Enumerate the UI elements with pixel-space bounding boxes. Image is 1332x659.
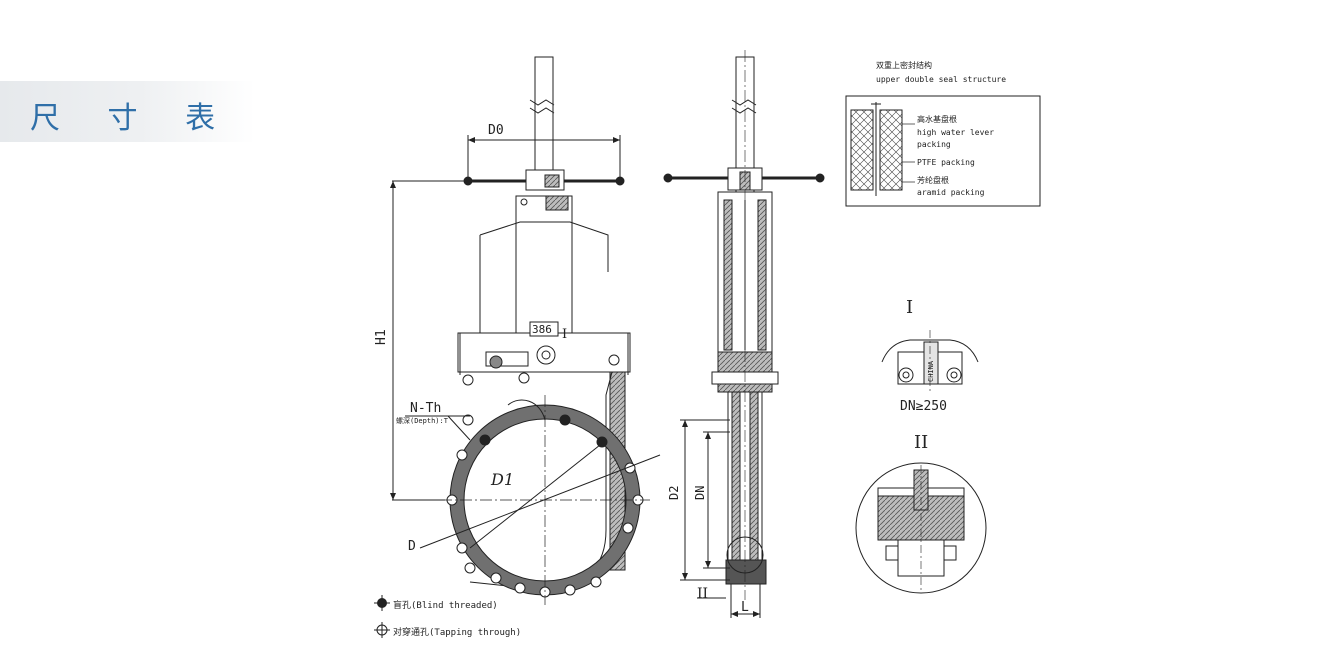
seal-aramid-cn: 芳纶盘根: [917, 175, 949, 185]
label-depth-note: 螺深(Depth):T: [396, 416, 449, 425]
seal-title-cn: 双重上密封结构: [876, 60, 932, 70]
detail-ii: [855, 462, 987, 594]
label-nth: N-Th: [410, 401, 441, 416]
label-d2: D2: [667, 486, 681, 500]
header-banner: 尺 寸 表: [0, 81, 255, 142]
seal-title-en: upper double seal structure: [876, 75, 1006, 84]
seal-packing1-en1: high water lever: [917, 128, 994, 137]
label-h1: H1: [374, 329, 389, 345]
detail-ii-title: II: [914, 432, 928, 453]
detail-i-marking: CHINA: [927, 360, 935, 382]
label-detail-i-ref: I: [562, 327, 567, 342]
label-d0: D0: [488, 123, 504, 138]
label-d1: D1: [490, 470, 514, 489]
legend-blind: 盲孔(Blind threaded): [393, 599, 498, 611]
seal-packing1-cn: 高水基盘根: [917, 114, 957, 124]
detail-i-title: I: [906, 297, 913, 318]
legend-icons: [374, 595, 390, 638]
page-title: 尺 寸 表: [30, 101, 235, 136]
label-386: 386: [532, 323, 552, 336]
label-d: D: [408, 539, 416, 554]
legend-tapping: 对穿通孔(Tapping through): [393, 626, 521, 638]
label-dn: DN: [693, 486, 707, 500]
detail-i: [881, 330, 979, 392]
seal-packing1-en2: packing: [917, 140, 951, 149]
seal-aramid-en: aramid packing: [917, 188, 985, 197]
detail-i-caption: DN≥250: [900, 399, 947, 414]
front-view: [390, 56, 661, 605]
seal-box: [845, 95, 1041, 207]
label-l: L: [741, 600, 749, 615]
seal-ptfe: PTFE packing: [917, 158, 975, 167]
side-view: [663, 50, 825, 618]
label-detail-ii-ref: II: [697, 586, 708, 602]
